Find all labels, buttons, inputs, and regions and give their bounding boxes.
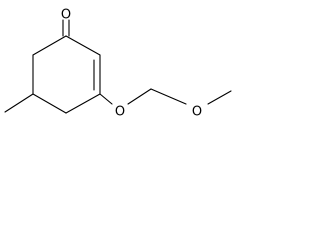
bond-c5-methyl <box>4 93 34 113</box>
methoxy-oxygen-label: O <box>192 105 202 120</box>
ring-bonds <box>32 35 101 114</box>
bond-c4-c5 <box>32 93 67 114</box>
bond-methoxy-oxygen-methyl <box>207 90 232 105</box>
ether-oxygen-label: O <box>115 105 125 120</box>
bond-ch2-methoxy-oxygen <box>150 88 187 105</box>
bond-c1-c2 <box>65 35 101 56</box>
bond-c6-c1 <box>32 35 67 56</box>
methoxymethoxy-substituent: O O <box>99 88 232 120</box>
carbonyl-group: O <box>61 8 71 37</box>
bond-c3-ether-oxygen <box>99 93 113 105</box>
methyl-substituent <box>4 93 34 113</box>
ketone-oxygen-label: O <box>61 8 71 23</box>
bond-c3-c4 <box>65 93 101 114</box>
bond-ether-oxygen-ch2 <box>127 88 152 105</box>
molecule-structure: O O O <box>4 8 232 120</box>
